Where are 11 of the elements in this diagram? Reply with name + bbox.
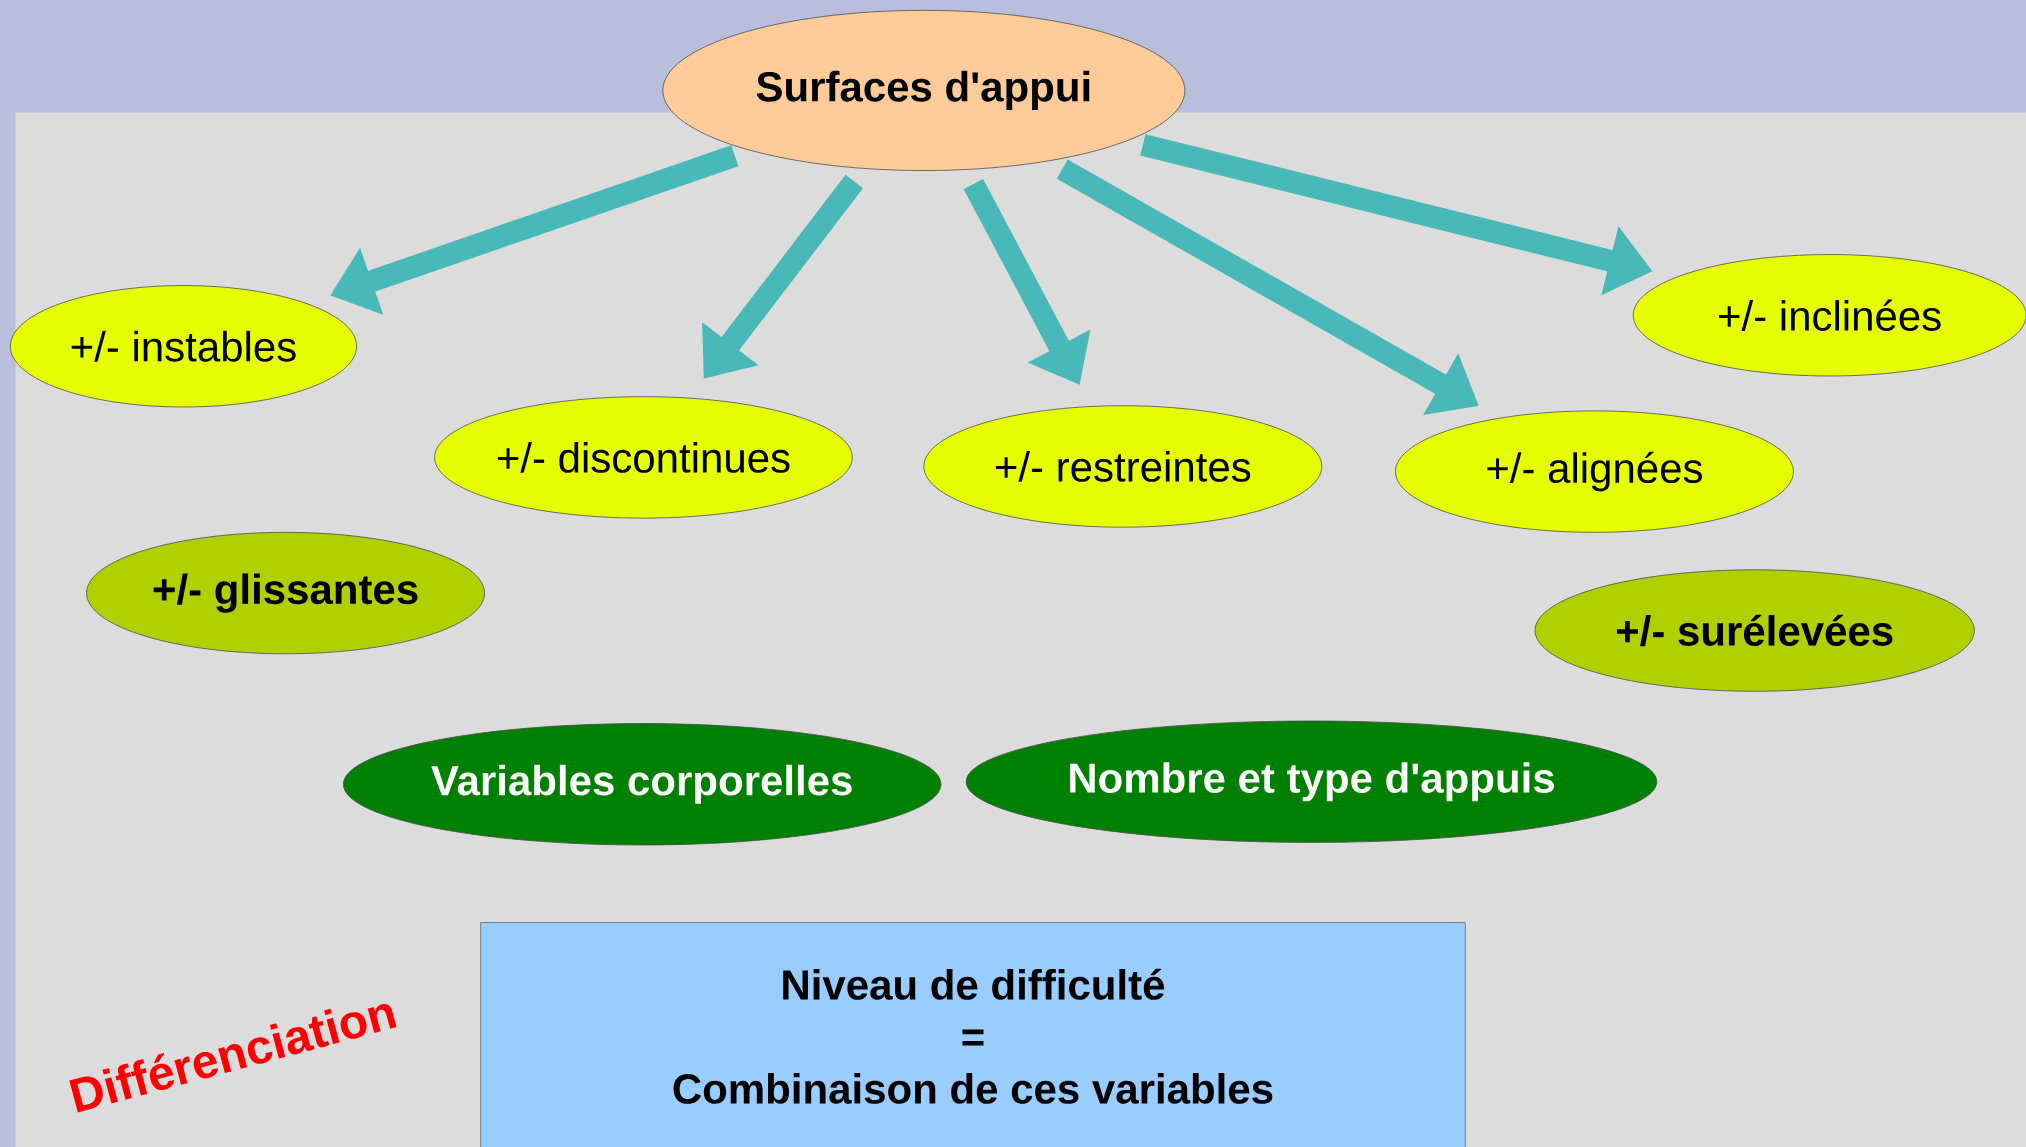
oval-node: +/- surélevées [1534,569,1975,692]
oval-node: +/- discontinues [434,396,853,519]
oval-node: Nombre et type d'appuis [965,720,1658,843]
oval-node: +/- inclinées [1632,253,2026,377]
oval-node: +/- instables [9,284,357,408]
oval-node: +/- alignées [1395,410,1794,533]
oval-node: Surfaces d'appui [662,9,1186,171]
oval-node: +/- glissantes [86,531,485,654]
oval-node: Variables corporelles [342,723,942,846]
text-box: Niveau de difficulté = Combinaison de ces variables [480,921,1466,1147]
oval-node: +/- restreintes [923,405,1323,528]
